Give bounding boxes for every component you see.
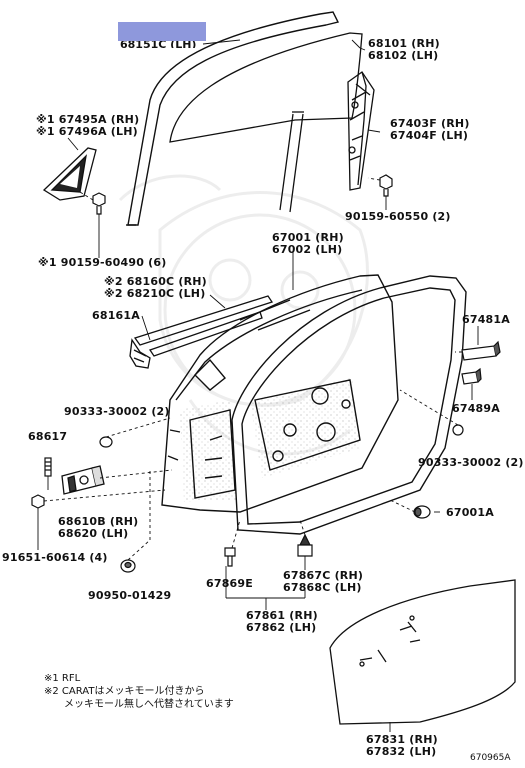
plug-90333-30002-right xyxy=(452,424,464,436)
label-corner-cover-lh: ※1 67496A (LH) xyxy=(36,125,138,138)
figure-code: 670965A xyxy=(470,752,511,765)
label-pin-68617: 68617 xyxy=(28,431,67,443)
label-door-shell-rh: 67001 (RH) xyxy=(272,231,344,244)
label-regulator-run-lh: 67404F (LH) xyxy=(390,129,469,142)
label-weatherstrip-lh: 67862 (LH) xyxy=(246,621,317,634)
label-68151C-text: 68151C (LH) xyxy=(120,38,197,49)
label-belt-moulding-68160C: ※2 68160C (RH) ※2 68210C (LH) xyxy=(104,276,207,300)
cap-67481A xyxy=(461,340,501,361)
label-corner-cover-67495A: ※1 67495A (RH) ※1 67496A (LH) xyxy=(36,114,139,138)
label-hinge-68610B: 68610B (RH) 68620 (LH) xyxy=(58,516,138,540)
label-glass-lh: 68102 (LH) xyxy=(368,49,439,62)
label-clip-lh: 67868C (LH) xyxy=(283,581,362,594)
label-weatherstrip-67861: 67861 (RH) 67862 (LH) xyxy=(246,610,318,634)
stopper-67001A xyxy=(413,505,431,519)
label-clip-67869E-text: 67869E xyxy=(206,577,253,590)
label-door-shell-67001: 67001 (RH) 67002 (LH) xyxy=(272,232,344,256)
label-bolt-90159-60550-text: 90159-60550 (2) xyxy=(345,210,451,223)
plug-90333-30002-left xyxy=(99,436,113,448)
weatherstrip-67861 xyxy=(231,275,467,535)
label-cap-67489A: 67489A xyxy=(452,403,500,415)
footnotes: ※1 RFL ※2 CARATはメッキモール付きから メッキモール無しへ代替され… xyxy=(44,672,234,711)
bolt-90159-60550-part xyxy=(379,174,393,197)
label-service-hole-cover-rh: 67831 (RH) xyxy=(366,733,438,746)
label-belt-moulding-lh: ※2 68210C (LH) xyxy=(104,287,206,300)
label-stopper-67001A: 67001A xyxy=(446,507,494,519)
door-glass-68101 xyxy=(169,32,363,143)
label-plug-left: 90333-30002 (2) xyxy=(64,406,170,418)
leader-lines xyxy=(37,39,479,732)
grommet-90950-01429 xyxy=(120,559,136,573)
label-regulator-run-rh: 67403F (RH) xyxy=(390,117,470,130)
footnote-1: ※1 RFL xyxy=(44,673,81,684)
label-grommet-90950-01429: 90950-01429 xyxy=(88,590,171,602)
label-bolt-91651-60614-text: 91651-60614 (4) xyxy=(2,551,108,564)
clip-67869E xyxy=(224,547,236,567)
label-glass-rh: 68101 (RH) xyxy=(368,37,440,50)
label-cap-67481A: 67481A xyxy=(462,314,510,326)
window-frame-68151C xyxy=(126,11,340,226)
label-pin-68617-text: 68617 xyxy=(28,430,68,443)
glass-run-channel xyxy=(279,111,304,213)
label-weatherstrip-68161A-text: 68161A xyxy=(92,309,140,322)
label-belt-moulding-rh: ※2 68160C (RH) xyxy=(104,275,207,288)
cap-67489A xyxy=(461,367,482,385)
label-bolt-91651-60614: 91651-60614 (4) xyxy=(2,552,108,564)
label-68151C-partial: 68151C (LH) xyxy=(120,34,208,49)
label-weatherstrip-68161A: 68161A xyxy=(92,310,140,322)
bolt-91651-60614-part xyxy=(31,494,45,509)
label-plug-right: 90333-30002 (2) xyxy=(418,457,524,469)
bolt-90159-60490-part xyxy=(92,192,106,215)
label-corner-cover-rh: ※1 67495A (RH) xyxy=(36,113,140,126)
corner-cover-67495A xyxy=(42,147,97,201)
label-hinge-rh: 68610B (RH) xyxy=(58,515,139,528)
label-cap-67489A-text: 67489A xyxy=(452,402,500,415)
figure-code-text: 670965A xyxy=(470,753,511,763)
label-clip-67867C: 67867C (RH) 67868C (LH) xyxy=(283,570,363,594)
footnote-2: ※2 CARATはメッキモール付きから xyxy=(44,686,205,697)
service-hole-cover-67831 xyxy=(329,579,516,725)
label-clip-67869E: 67869E xyxy=(206,578,253,590)
label-weatherstrip-rh: 67861 (RH) xyxy=(246,609,318,622)
footnote-2-continued: メッキモール無しへ代替されています xyxy=(44,699,234,710)
label-service-hole-cover-67831: 67831 (RH) 67832 (LH) xyxy=(366,734,438,758)
clip-67867C xyxy=(297,533,313,557)
label-bolt-90159-60550: 90159-60550 (2) xyxy=(345,211,451,223)
pin-68617 xyxy=(44,457,52,477)
regulator-run-67403F xyxy=(347,71,375,191)
label-grommet-text: 90950-01429 xyxy=(88,589,172,602)
label-clip-rh: 67867C (RH) xyxy=(283,569,364,582)
label-bolt-90159-60490-text: ※1 90159-60490 (6) xyxy=(38,256,167,269)
label-glass-68101: 68101 (RH) 68102 (LH) xyxy=(368,38,440,62)
label-plug-right-text: 90333-30002 (2) xyxy=(418,456,524,469)
hinge-68610B xyxy=(61,465,105,495)
dashed-leader-lines xyxy=(43,177,462,561)
label-plug-left-text: 90333-30002 (2) xyxy=(64,405,170,418)
label-bolt-90159-60490: ※1 90159-60490 (6) xyxy=(38,257,166,269)
label-door-shell-lh: 67002 (LH) xyxy=(272,243,343,256)
label-stopper-67001A-text: 67001A xyxy=(446,506,494,519)
label-hinge-lh: 68620 (LH) xyxy=(58,527,129,540)
label-service-hole-cover-lh: 67832 (LH) xyxy=(366,745,437,758)
label-cap-67481A-text: 67481A xyxy=(462,313,510,326)
highlight-box xyxy=(118,22,206,41)
door-shell-speckle xyxy=(180,378,360,502)
belt-moulding-68160C xyxy=(129,295,274,369)
label-regulator-run-67403F: 67403F (RH) 67404F (LH) xyxy=(390,118,470,142)
